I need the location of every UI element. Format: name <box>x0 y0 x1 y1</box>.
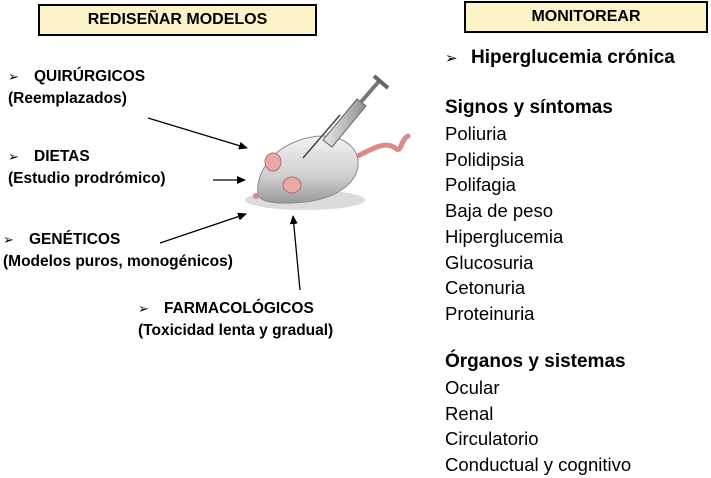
bullet-arrow-icon: ➢ <box>8 69 19 84</box>
monitor-title: MONITOREAR <box>531 8 641 25</box>
bullet-arrow-icon: ➢ <box>445 50 458 67</box>
list-item: Poliuria <box>445 123 507 144</box>
list-item: Conductual y cognitivo <box>445 454 632 476</box>
model-label: DIETAS <box>34 148 90 165</box>
signs-section: Signos y síntomas Poliuria Polidipsia Po… <box>445 95 613 327</box>
model-label: FARMACOLÓGICOS <box>164 300 314 317</box>
list-item: Hiperglucemia <box>445 225 564 247</box>
syringe-icon <box>302 74 390 159</box>
arrow-genetic <box>159 212 247 244</box>
arrow-pharmacological <box>289 215 301 291</box>
model-detail: (Toxicidad lenta y gradual) <box>138 322 334 339</box>
signs-title: Signos y síntomas <box>445 97 613 118</box>
bullet-arrow-icon: ➢ <box>8 149 19 164</box>
mouse-icon <box>245 133 411 210</box>
list-item: Polifagia <box>445 174 516 196</box>
model-genetic: ➢ GENÉTICOS (Modelos puros, monogénicos) <box>3 229 233 273</box>
organs-title: Órganos y sistemas <box>445 351 626 372</box>
model-detail: (Modelos puros, monogénicos) <box>3 253 233 270</box>
monitor-header: MONITOREAR <box>464 1 708 33</box>
list-item: Ocular <box>445 377 500 398</box>
list-item: Baja de peso <box>445 200 554 222</box>
model-pharmacological: ➢ FARMACOLÓGICOS (Toxicidad lenta y gradu… <box>138 298 333 342</box>
list-item: Polidipsia <box>445 148 525 170</box>
model-label: GENÉTICOS <box>29 231 121 248</box>
model-detail: (Estudio prodrómico) <box>8 170 166 187</box>
list-item: Glucosuria <box>445 251 534 273</box>
headline: ➢ Hiperglucemia crónica <box>445 47 675 69</box>
redesign-models-header: REDISEÑAR MODELOS <box>38 4 317 36</box>
model-diet: ➢ DIETAS (Estudio prodrómico) <box>8 146 166 190</box>
arrow-surgical <box>147 117 248 150</box>
organs-section: Órganos y sistemas Ocular Renal Circulat… <box>445 349 631 478</box>
model-label: QUIRÚRGICOS <box>34 68 146 85</box>
list-item: Circulatorio <box>445 428 539 450</box>
list-item: Renal <box>445 402 494 424</box>
headline-text: Hiperglucemia crónica <box>471 47 675 68</box>
bullet-arrow-icon: ➢ <box>3 232 14 247</box>
list-item: Cetonuria <box>445 277 526 299</box>
list-item: Proteinuria <box>445 302 535 324</box>
bullet-arrow-icon: ➢ <box>138 301 149 316</box>
model-detail: (Reemplazados) <box>8 90 127 107</box>
model-surgical: ➢ QUIRÚRGICOS (Reemplazados) <box>8 66 145 110</box>
redesign-models-title: REDISEÑAR MODELOS <box>87 11 268 28</box>
